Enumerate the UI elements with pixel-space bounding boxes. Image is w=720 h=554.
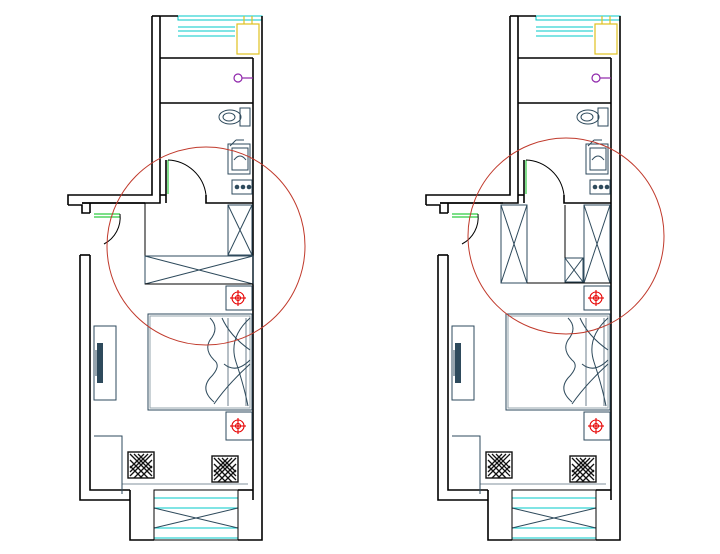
closet-icon [564, 257, 584, 283]
corridor-door [167, 159, 207, 196]
closet-icon [583, 204, 611, 284]
corridor-door [525, 159, 565, 196]
plan-right [425, 15, 665, 541]
highlight-circle [467, 137, 665, 335]
closet-icon [500, 204, 528, 284]
highlight-circle [106, 146, 306, 346]
closet-icon [144, 203, 254, 285]
plan-left [67, 15, 306, 541]
closet-icon [227, 204, 253, 256]
